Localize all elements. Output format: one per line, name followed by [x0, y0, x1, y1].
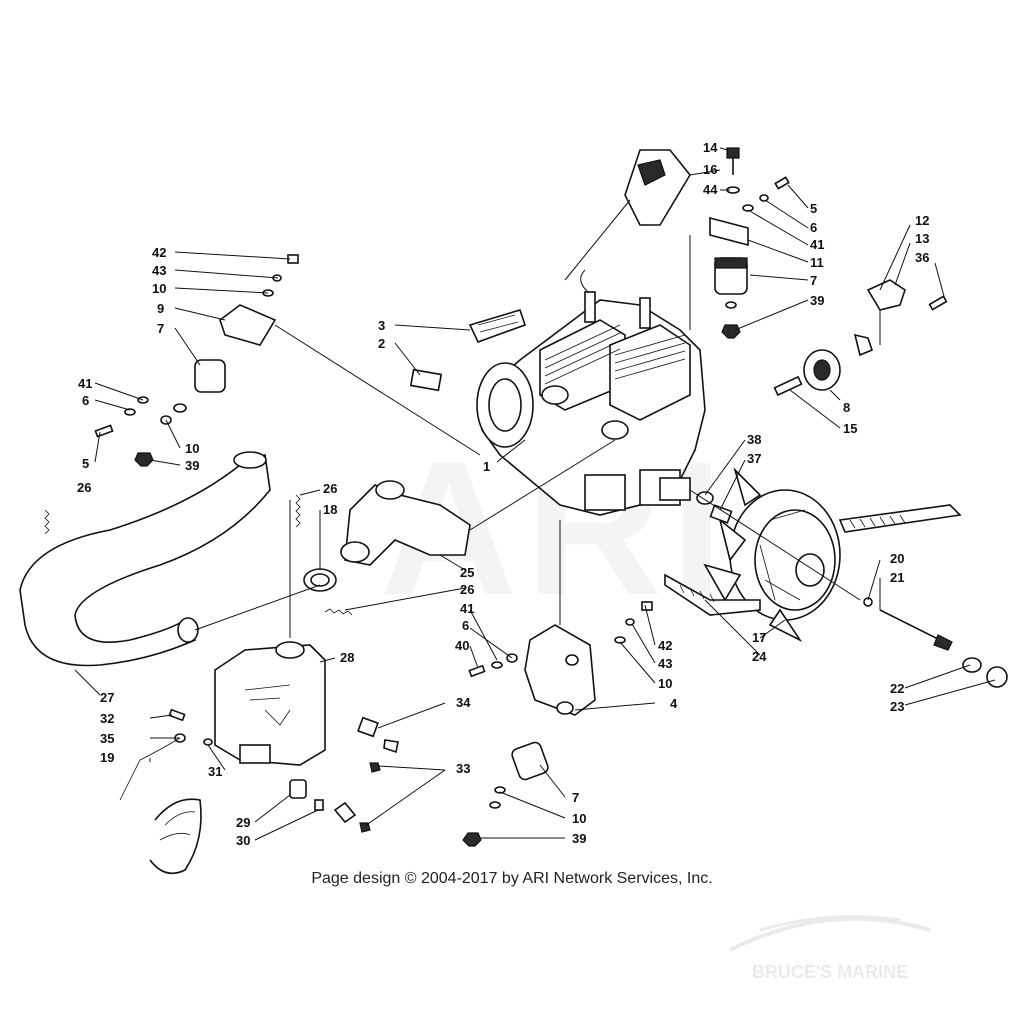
drive-clutch[interactable]	[703, 467, 841, 643]
exhaust-manifold[interactable]	[340, 439, 616, 566]
expansion-chamber[interactable]	[19, 451, 321, 667]
rear-mount-bracket[interactable]	[689, 176, 790, 339]
decal-3[interactable]	[468, 309, 527, 344]
watermark-logo: BRUCE'S MARINE	[729, 915, 931, 982]
clutch-spacers[interactable]	[696, 491, 733, 524]
spring-26[interactable]	[44, 494, 353, 616]
engine-mount-7-lower[interactable]	[462, 741, 550, 847]
muffler[interactable]	[214, 500, 326, 766]
body-pan-fragment	[149, 798, 202, 875]
engine-mount-8[interactable]	[773, 349, 841, 397]
copyright-credit: Page design © 2004-2017 by ARI Network S…	[311, 870, 713, 887]
front-mount-bracket[interactable]	[94, 254, 481, 467]
mount-plate-4[interactable]	[524, 520, 596, 716]
gasket-18[interactable]	[303, 568, 337, 592]
label-2[interactable]	[409, 368, 443, 392]
logo-text: BRUCE'S MARINE	[752, 962, 908, 982]
bolt-14[interactable]	[726, 147, 740, 194]
cylinder-head-bracket[interactable]	[564, 149, 691, 281]
engine-assembly[interactable]	[476, 269, 706, 516]
clutch-bolt[interactable]	[689, 489, 1008, 688]
clip-assembly[interactable]	[853, 279, 948, 357]
